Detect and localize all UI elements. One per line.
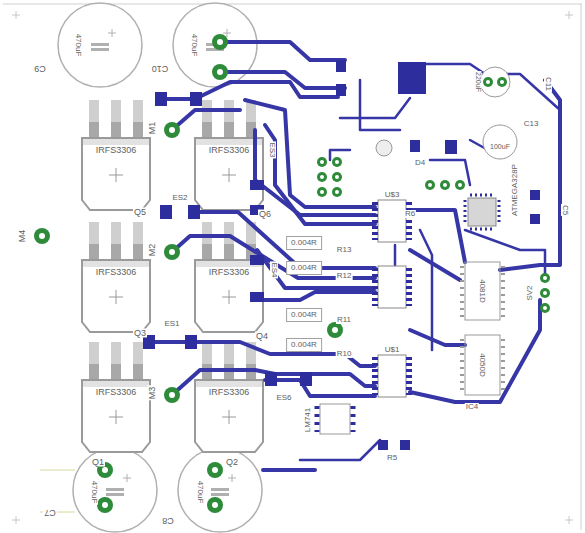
resistor-value: 0.004R: [286, 338, 322, 352]
resistor-value: 0.004R: [286, 236, 322, 250]
smd-pads: [143, 60, 540, 450]
silkscreen-label: ES4: [270, 261, 278, 278]
silkscreen-label: Q6: [258, 210, 272, 219]
silkscreen-label: C5: [561, 204, 569, 216]
silkscreen-label: R12: [336, 272, 353, 280]
silkscreen-label: U$1: [384, 346, 401, 354]
silkscreen-label: M4: [18, 229, 27, 244]
silkscreen-label: Q1: [91, 458, 105, 467]
copper-traces: [150, 42, 560, 470]
mosfet-packages: [82, 100, 263, 452]
silkscreen-label: IRFS3306: [208, 146, 251, 155]
silkscreen-label: C8: [161, 516, 175, 525]
silkscreen-label: IRFS3306: [208, 388, 251, 397]
silkscreen-label: 4081D: [478, 278, 486, 304]
board-outline: [3, 4, 582, 530]
silkscreen-label: R6: [404, 210, 416, 218]
silkscreen-label: ATMEGA328P: [511, 163, 519, 217]
silkscreen-label: Q3: [133, 329, 147, 338]
silkscreen-label: IRFS3306: [208, 268, 251, 277]
silkscreen-label: C10: [151, 64, 170, 73]
silkscreen-label: 470uF: [90, 480, 98, 505]
silkscreen-label: 220uF: [475, 71, 482, 93]
silkscreen-label: 470uF: [196, 480, 204, 505]
silkscreen-label: M1: [148, 121, 157, 136]
silkscreen-label: LM741: [304, 407, 312, 433]
silkscreen-label: 4050D: [478, 352, 486, 378]
ic-outlines: [317, 67, 517, 434]
silkscreen-label: C13: [523, 120, 540, 128]
silkscreen-label: IRFS3306: [95, 388, 138, 397]
silkscreen-label: C9: [33, 64, 47, 73]
silkscreen-label: R10: [336, 350, 353, 358]
silkscreen-label: IC4: [465, 403, 479, 411]
silkscreen-label: R13: [336, 246, 353, 254]
silkscreen-label: ES2: [171, 194, 188, 202]
silkscreen-label: IRFS3306: [95, 268, 138, 277]
silkscreen-label: C11: [544, 76, 552, 92]
silkscreen-label: R5: [386, 454, 398, 462]
silkscreen-label: 470uF: [190, 33, 198, 58]
silkscreen-label: 100uF: [489, 143, 511, 150]
silkscreen-label: M2: [148, 243, 157, 258]
silkscreen-label: IRFS3306: [95, 146, 138, 155]
silkscreen-label: R11: [336, 316, 352, 324]
silkscreen-label: Q5: [133, 208, 147, 217]
silkscreen-label: SV2: [526, 284, 534, 301]
silkscreen-label: U$3: [384, 191, 401, 199]
silkscreen-label: ES6: [275, 394, 292, 402]
silkscreen-label: 470uF: [74, 33, 82, 58]
through-hole-pads: [34, 34, 550, 513]
silkscreen-label: ES1: [163, 320, 180, 328]
silkscreen-label: ES3: [268, 141, 276, 158]
silkscreen-label: M3: [148, 386, 157, 401]
resistor-value: 0.004R: [286, 308, 322, 322]
silkscreen-label: C7: [43, 508, 57, 517]
silkscreen-label: Q4: [255, 332, 269, 341]
silkscreen-label: Q2: [225, 458, 239, 467]
silkscreen-label: D4: [414, 159, 426, 167]
resistor-value: 0.004R: [286, 261, 322, 275]
